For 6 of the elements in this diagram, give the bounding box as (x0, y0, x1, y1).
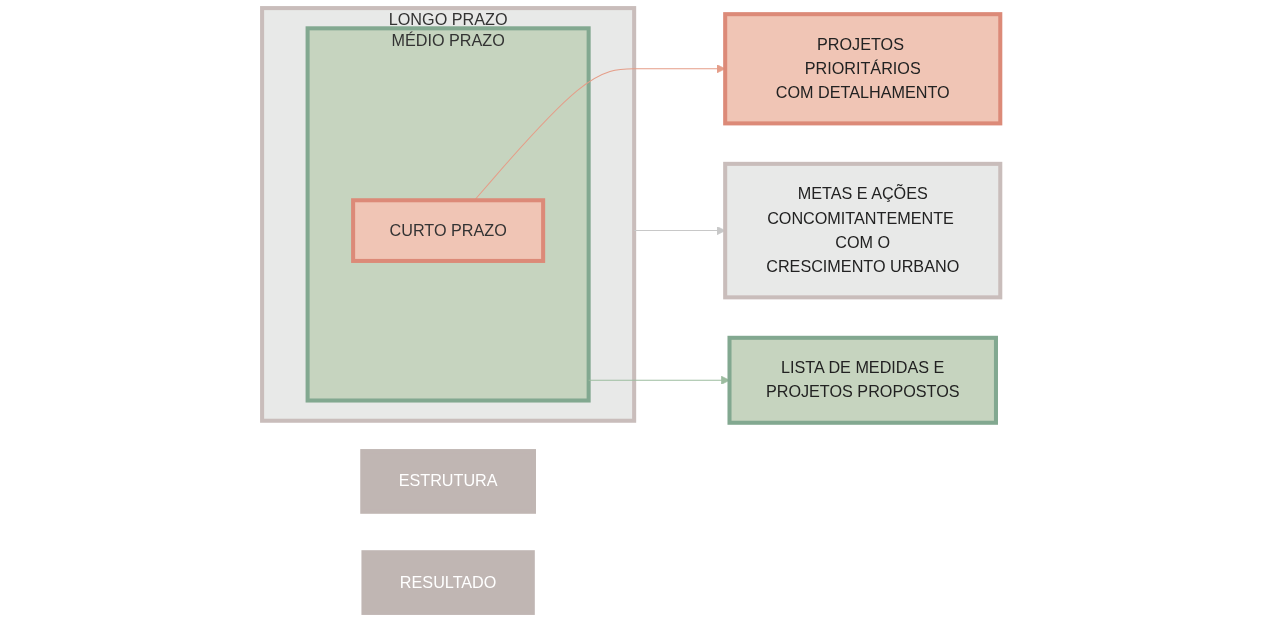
node-box: ESTRUTURA (360, 449, 537, 514)
node-box: RESULTADO (361, 550, 536, 615)
node-box: LISTA DE MEDIDAS E PROJETOS PROPOSTOS (727, 335, 999, 425)
node-box: CURTO PRAZO (351, 198, 546, 263)
node-box: PROJETOS PRIORITÁRIOS COM DETALHAMENTO (723, 12, 1003, 126)
node-box: METAS E AÇÕES CONCOMITANTEMENTE COM O CRESCIMENTO URBANO (723, 161, 1003, 300)
